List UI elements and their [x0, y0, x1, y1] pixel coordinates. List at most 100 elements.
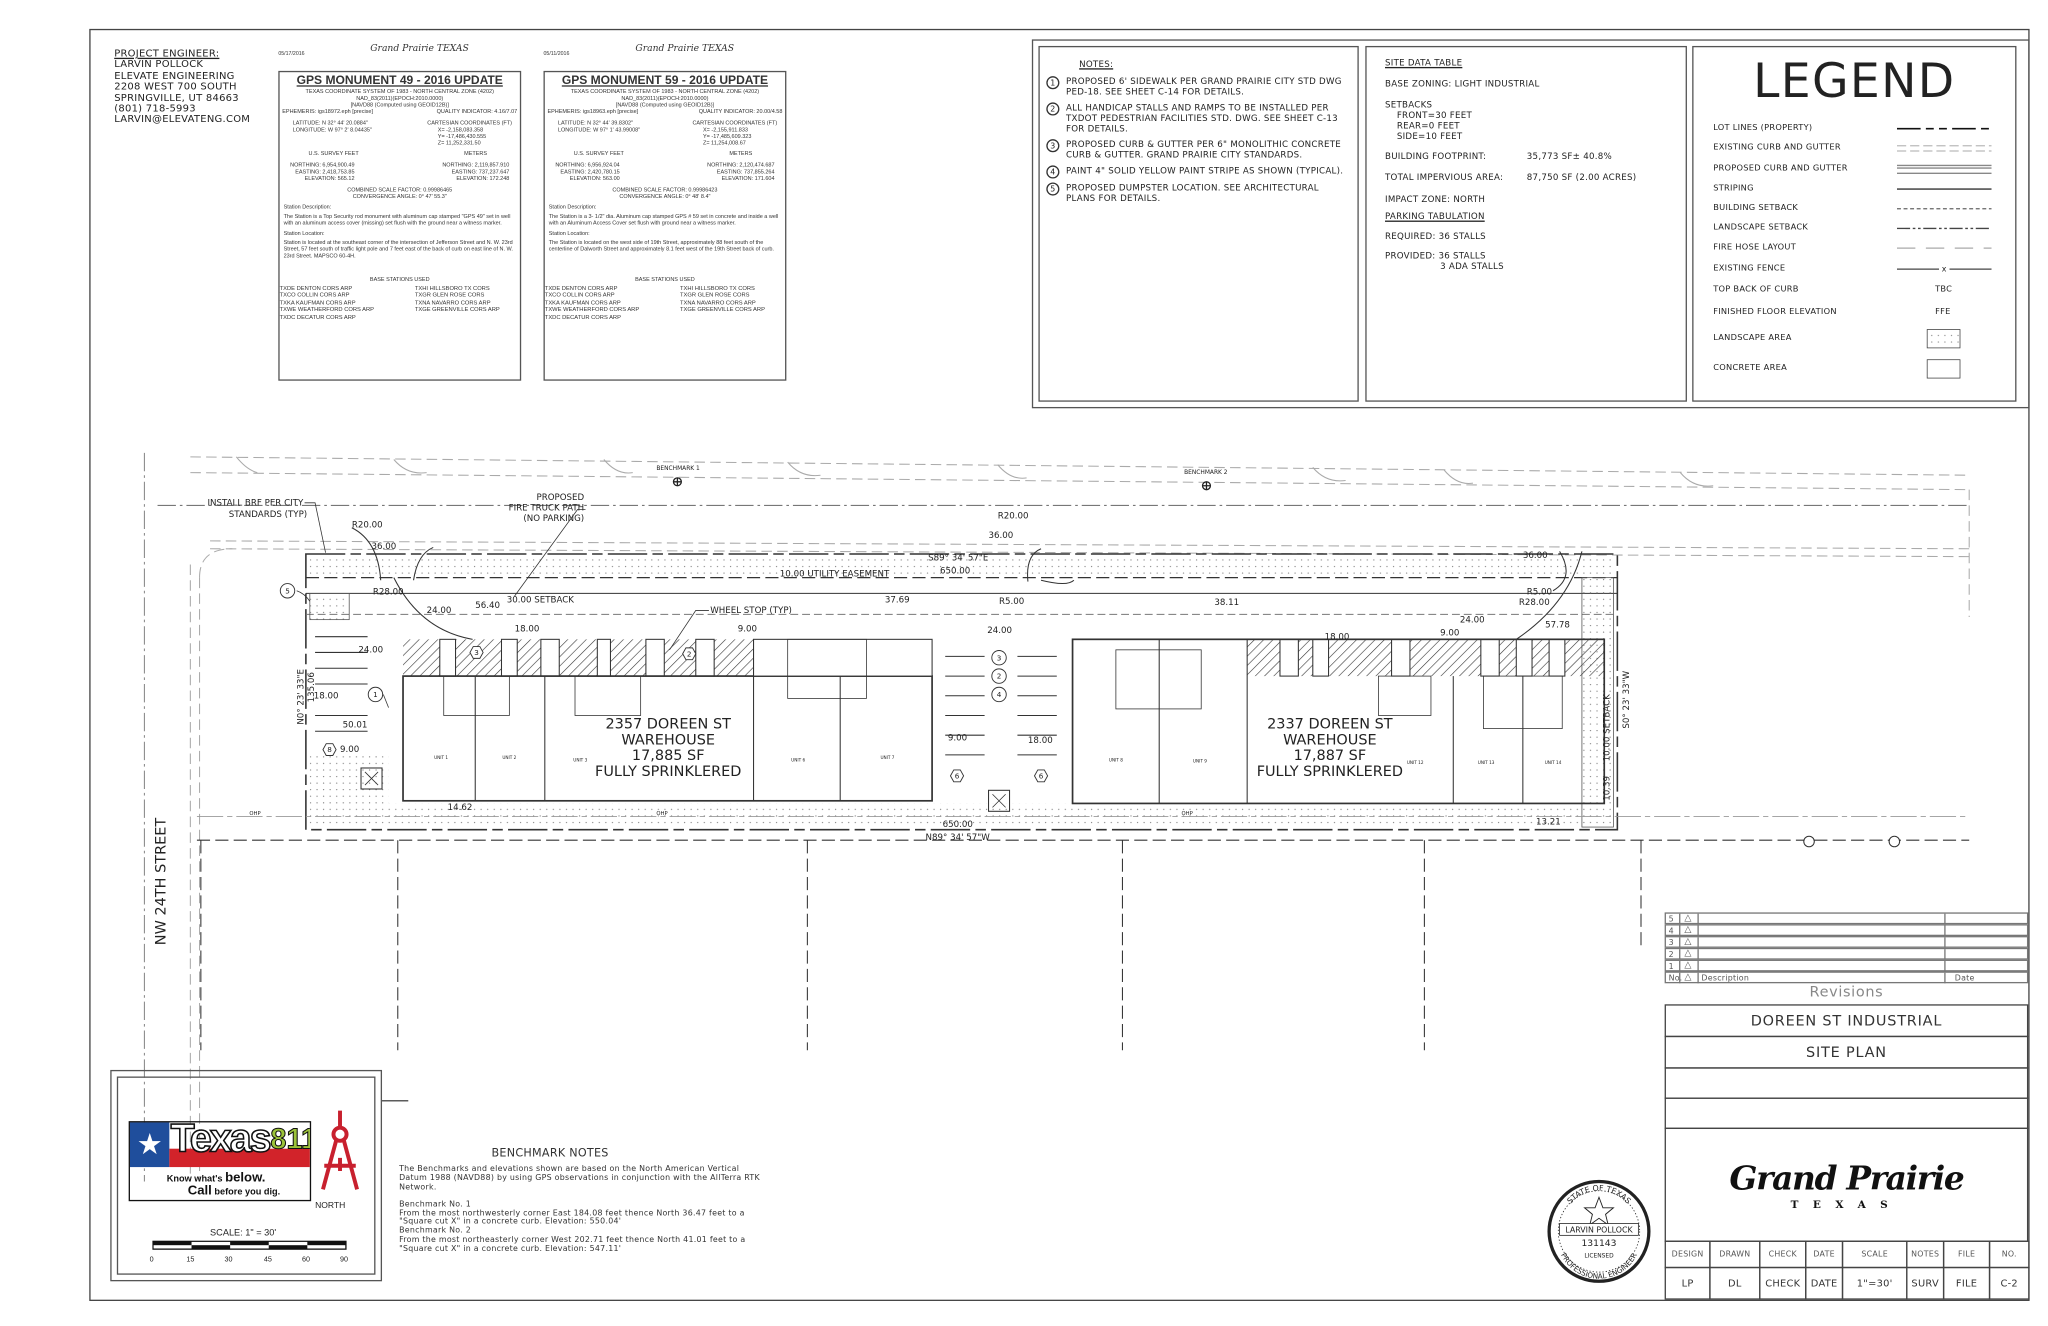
fire-path-callout: FIRE TRUCK PATH: [509, 504, 585, 514]
title-block-header: NO.: [1988, 1240, 2030, 1269]
landscape-setback-icon: [1896, 227, 1992, 230]
gps-easting-ft: EASTING: 2,420,780.15: [560, 168, 620, 175]
gps-easting-m: EASTING: 737,237.647: [451, 168, 510, 175]
north-arrow-icon: [321, 1110, 359, 1190]
unit-label: UNIT 8: [1109, 757, 1123, 762]
legend-item-label: LANDSCAPE SETBACK: [1713, 223, 1809, 233]
callout-2: [991, 668, 1007, 684]
dimension: R20.00: [352, 521, 383, 531]
utility-label: OHP: [656, 811, 667, 817]
fence-icon: x: [1896, 265, 1992, 274]
note-number-icon: 3: [1046, 138, 1060, 153]
unit-label: UNIT 14: [1545, 760, 1562, 765]
project-engineer-block: PROJECT ENGINEER: LARVIN POLLOCK ELEVATE…: [114, 47, 250, 126]
lot-line-icon: [1896, 127, 1992, 130]
delta-icon: △: [1684, 924, 1692, 935]
engineer-name: LARVIN POLLOCK: [114, 58, 204, 71]
gps-system: TEXAS COORDINATE SYSTEM OF 1983 - NORTH …: [570, 87, 760, 95]
legend-symbol-text: FFE: [1935, 307, 1951, 317]
callout-label: 3: [997, 653, 1002, 662]
dimension: 18.00: [515, 624, 540, 634]
street-west: [143, 452, 233, 1182]
tagline: Call: [187, 1184, 212, 1199]
note-text: PROPOSED DUMPSTER LOCATION. SEE ARCHITEC…: [1065, 182, 1319, 204]
unit-label: UNIT 12: [1407, 760, 1424, 765]
delta-icon: △: [1684, 971, 1692, 982]
revisions-title: Revisions: [1809, 983, 1884, 1001]
benchmark-1-label: BENCHMARK 1: [656, 466, 700, 472]
building-2-address: 2337 DOREEN ST: [1267, 717, 1393, 733]
gps-elevation-m: ELEVATION: 172.248: [456, 174, 510, 182]
gps-title: GPS MONUMENT 59 - 2016 UPDATE: [561, 73, 769, 87]
note-text: PAINT 4" SOLID YELLOW PAINT STRIPE AS SH…: [1065, 165, 1344, 176]
gps-system: TEXAS COORDINATE SYSTEM OF 1983 - NORTH …: [305, 87, 494, 95]
callout-label: 4: [997, 690, 1002, 699]
title-block-header: DRAWN: [1709, 1240, 1761, 1269]
street-label: NW 24TH STREET: [153, 818, 169, 946]
benchmark-2-text: From the most northeasterly corner West …: [399, 1235, 746, 1254]
divider: [1697, 960, 1699, 972]
sheet-border: [89, 28, 2030, 1301]
side-setback-label: 10.00 SETBACK: [1602, 694, 1612, 762]
gps-cartesian-heading: CARTESIAN COORDINATES (FT): [692, 119, 778, 127]
base-station: TXWE WEATHERFORD CORS ARP: [279, 306, 375, 313]
title-block-header: SCALE: [1841, 1240, 1908, 1269]
building-setback-icon: [1896, 208, 1992, 210]
benchmark-1-text: From the most northwesterly corner East …: [399, 1208, 745, 1227]
legend-item-label: TOP BACK OF CURB: [1713, 284, 1799, 295]
revision-number: 4: [1668, 926, 1674, 936]
utility-label: OHP: [1182, 811, 1193, 817]
seal-name: LARVIN POLLOCK: [1565, 1226, 1633, 1235]
legend-panel: LEGEND LOT LINES (PROPERTY)EXISTING CURB…: [1692, 45, 2017, 402]
base-station: TXHI HILLSBORO TX CORS: [414, 284, 490, 292]
title-block-value: CHECK: [1759, 1266, 1807, 1300]
benchmark-icon: [672, 477, 682, 487]
base-station: TXGR GLEN ROSE CORS: [680, 291, 750, 299]
revision-number: No.: [1668, 973, 1683, 983]
gps-northing-m: NORTHING: 2,120,474.687: [707, 161, 775, 169]
dimension: 24.00: [427, 606, 452, 616]
note-number-icon: 5: [1046, 182, 1060, 196]
divider: [1697, 972, 1699, 984]
revision-row: 3△: [1664, 936, 2029, 948]
logo-wordmark: Grand Prairie: [1729, 1159, 1964, 1198]
divider: [1697, 937, 1699, 948]
base-station: TXCO COLLIN CORS ARP: [544, 291, 615, 299]
street-north: [157, 456, 1970, 618]
gps-location: Station is located at the southeast corn…: [283, 238, 513, 259]
divider: [1679, 949, 1681, 960]
gps-navd: [NAVD88 (Computed using GEOID12B)]: [615, 101, 715, 108]
gps-northing-ft: NORTHING: 6,954,900.49: [290, 161, 355, 169]
gps-longitude: LONGITUDE: W 97° 1' 43.99008": [557, 126, 641, 133]
gps-loc-heading: Station Location:: [283, 229, 325, 237]
bearing-north: S89° 34' 57"E: [928, 554, 988, 564]
dimension: 9.00: [948, 733, 967, 743]
gps-ephemeris: EPHEMERIS: igs18963.eph [precise]: [547, 107, 639, 115]
building-2337: [1071, 638, 1606, 805]
dimension: R28.00: [373, 588, 404, 598]
base-station: TXNA NAVARRO CORS ARP: [414, 299, 491, 306]
divider: [1679, 937, 1681, 948]
setback-label: 30.00 SETBACK: [507, 596, 575, 606]
texas811-inner: ★ Texas 811 Know what's below. Call befo…: [116, 1076, 376, 1275]
flag-stripe: [169, 1148, 310, 1168]
title-block-header: DATE: [1805, 1240, 1844, 1269]
site-data-panel: SITE DATA TABLE BASE ZONING: LIGHT INDUS…: [1365, 45, 1687, 402]
dimension: 24.00: [987, 626, 1012, 636]
gps-convergence: CONVERGENCE ANGLE: 0° 48' 8.4": [619, 192, 711, 200]
fire-hose-icon: [1896, 247, 1992, 249]
notes-heading: NOTES:: [1079, 59, 1114, 70]
fire-path-callout: (NO PARKING): [523, 514, 584, 524]
gps-desc-heading: Station Description:: [283, 203, 332, 211]
base-station: TXDE DENTON CORS ARP: [544, 284, 618, 292]
building-labels: 2357 DOREEN ST WAREHOUSE 17,885 SF FULLY…: [595, 717, 1403, 780]
hex-8: [322, 743, 337, 756]
title-block-value: DL: [1709, 1266, 1761, 1300]
gps-description: The Station is a 3- 1/2" dia. Aluminum c…: [548, 212, 779, 226]
legend-item-label: PROPOSED CURB AND GUTTER: [1713, 164, 1848, 174]
